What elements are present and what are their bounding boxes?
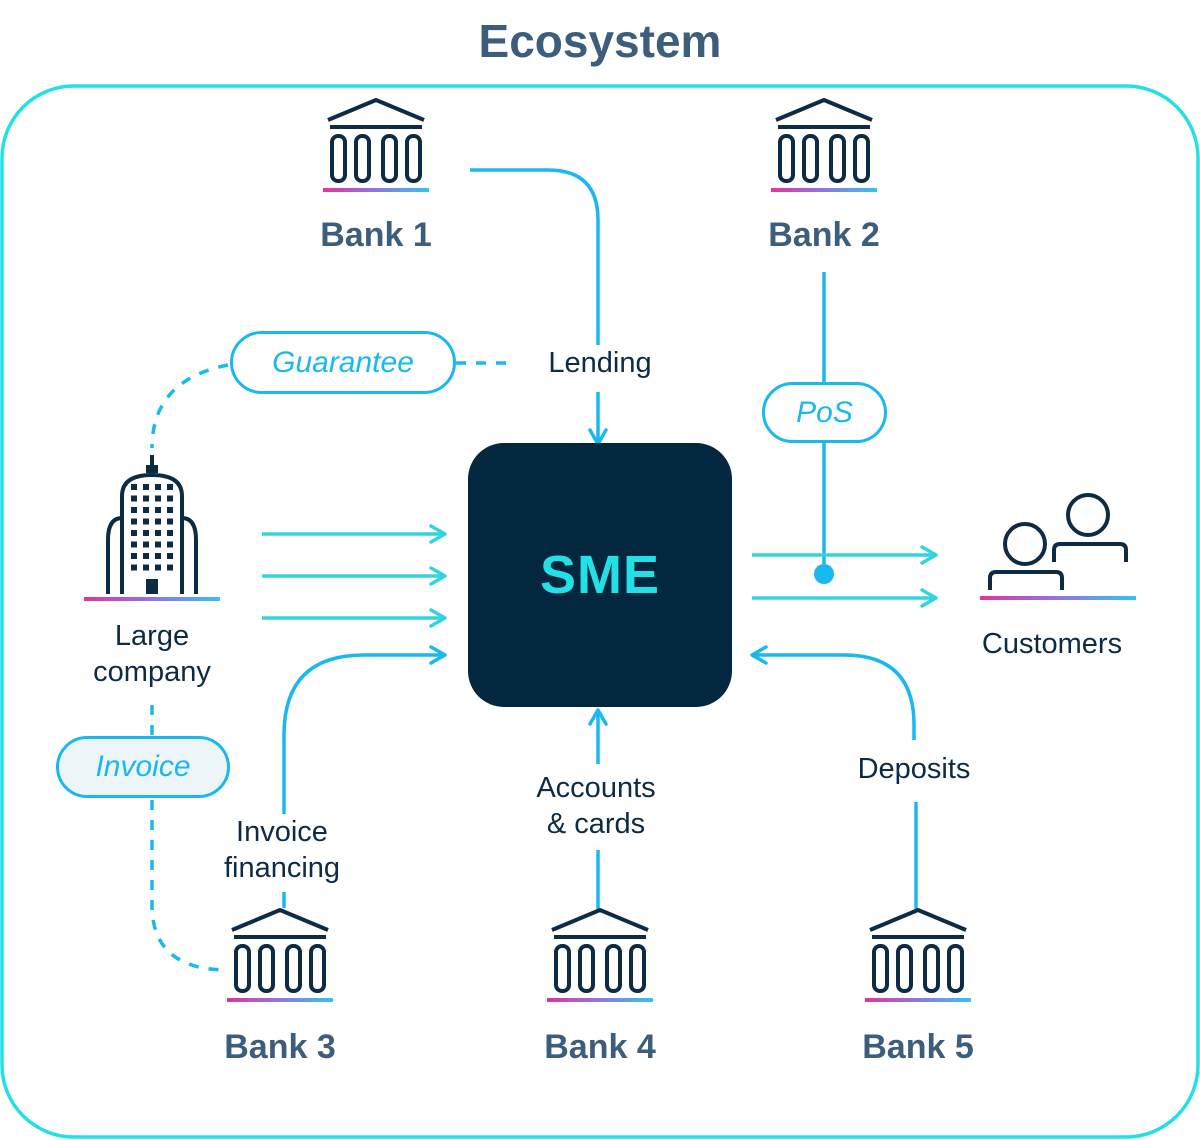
tower-window xyxy=(143,564,149,571)
tower-window xyxy=(131,518,137,525)
tower-window xyxy=(155,564,161,571)
tower-window xyxy=(143,484,149,490)
accounts-cards-label-line-2: & cards xyxy=(546,808,646,840)
guarantee-tag-label: Guarantee xyxy=(272,345,414,379)
tower-window xyxy=(131,530,137,536)
tower-window xyxy=(131,564,137,571)
tower-window xyxy=(155,495,161,502)
invoice-financing-label-line-1: Invoice xyxy=(236,816,328,848)
bank-icon-3 xyxy=(225,908,335,1004)
accounts-cards-label: Accounts & cards xyxy=(496,770,696,842)
tower-window xyxy=(167,507,173,513)
bank-4-label: Bank 4 xyxy=(544,1028,656,1066)
large-company-label-line-1: Large xyxy=(114,620,190,652)
tower-window xyxy=(155,530,161,536)
tower-window xyxy=(155,484,161,490)
guarantee-dashed-link xyxy=(150,363,229,449)
invoice-financing-label: Invoice financing xyxy=(192,814,372,886)
customers-label: Customers xyxy=(981,628,1123,660)
lending-arrow xyxy=(470,168,600,348)
tower-window xyxy=(143,495,149,502)
tower-window xyxy=(167,541,173,548)
tower-window xyxy=(155,507,161,513)
people-icon xyxy=(980,493,1136,600)
invoice-financing-arrow xyxy=(282,645,447,815)
pos-junction-dot xyxy=(814,564,834,584)
deposits-label: Deposits xyxy=(824,751,1004,787)
tower-window xyxy=(143,507,149,513)
tower-window xyxy=(143,541,149,548)
accounts-cards-label-line-1: Accounts xyxy=(536,772,656,804)
tower-window xyxy=(143,553,149,559)
invoice-tag-label: Invoice xyxy=(95,750,191,783)
deposits-arrow xyxy=(750,645,916,740)
tower-window xyxy=(155,541,161,548)
guarantee-tag: Guarantee xyxy=(230,331,456,394)
tower-window xyxy=(143,518,149,525)
bank-1-label: Bank 1 xyxy=(320,216,432,254)
bank-5-label: Bank 5 xyxy=(862,1028,974,1066)
bank-icon-4 xyxy=(545,908,655,1004)
invoice-financing-label-line-2: financing xyxy=(223,852,341,884)
tower-window xyxy=(167,564,173,571)
bank-icon-5 xyxy=(863,908,973,1004)
pos-tag: PoS xyxy=(762,382,887,443)
bank-3-label: Bank 3 xyxy=(224,1028,336,1066)
tower-window xyxy=(131,541,137,548)
tower-window xyxy=(131,484,137,490)
tower-window xyxy=(167,518,173,525)
large-company-label-line-2: company xyxy=(93,656,211,688)
tower-window xyxy=(155,518,161,525)
sme-label: SME xyxy=(539,545,661,605)
invoice-tag: Invoice xyxy=(56,736,230,798)
tower-window xyxy=(143,530,149,536)
bank-icon-2 xyxy=(769,98,879,194)
tower-window xyxy=(131,495,137,502)
ecosystem-frame xyxy=(0,84,1200,1139)
office-tower-icon xyxy=(84,455,220,601)
tower-window xyxy=(167,530,173,536)
tower-window xyxy=(167,484,173,490)
bank-icon-1 xyxy=(321,98,431,194)
diagram-title: Ecosystem xyxy=(478,15,722,67)
invoice-bank3-dashed-link xyxy=(150,800,229,972)
tower-window xyxy=(167,495,173,502)
sme-node: SME xyxy=(468,443,732,707)
tower-window xyxy=(131,507,137,513)
large-company-label: Large company xyxy=(52,618,252,690)
tower-window xyxy=(167,553,173,559)
tower-window xyxy=(155,553,161,559)
bank-2-label: Bank 2 xyxy=(768,216,880,254)
tower-window xyxy=(131,553,137,559)
lending-label: Lending xyxy=(520,345,680,381)
pos-tag-label: PoS xyxy=(796,395,853,429)
